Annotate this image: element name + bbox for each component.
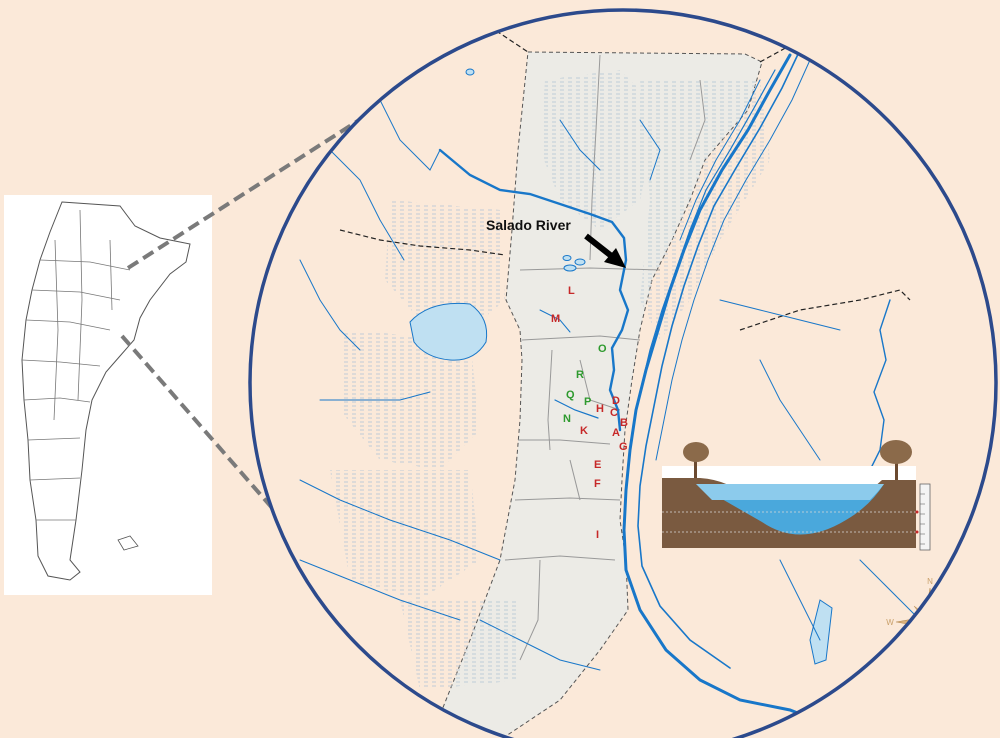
compass-w: W [886,618,894,627]
site-label-m: M [551,313,560,325]
cross-section-inset [662,440,931,551]
compass-n: N [927,577,933,586]
salado-river-label: Salado River [486,217,571,233]
site-label-b: B [620,417,628,429]
arrow-icon [584,233,626,268]
compass-e: E [967,618,972,627]
site-label-l: L [568,285,575,297]
site-label-f: F [594,478,601,490]
site-label-p: P [584,396,591,408]
site-label-a: A [612,427,620,439]
site-label-g: G [619,441,628,453]
tree-icon [683,442,709,478]
rivers [299,49,921,732]
site-labels: L M O RQP N HDC K BAG EF I [551,285,628,541]
inset-province-lines [21,209,131,521]
inset-islands [117,535,139,551]
depth-gauge [919,483,931,551]
site-label-e: E [594,459,601,471]
inset-panel [4,195,212,595]
department-boundaries [504,54,706,661]
site-label-o: O [598,343,607,355]
tree-icon [880,440,912,480]
site-label-k: K [580,425,588,437]
site-label-n: N [563,413,571,425]
zoom-map: N S E W [250,10,996,738]
site-label-i: I [596,529,599,541]
site-label-h: H [596,403,604,415]
site-label-q: Q [566,389,575,401]
site-label-r: R [576,369,584,381]
site-label-d: D [612,395,620,407]
compass-s: S [927,661,932,670]
zoom-circle [248,8,998,738]
site-label-c: C [610,407,618,419]
